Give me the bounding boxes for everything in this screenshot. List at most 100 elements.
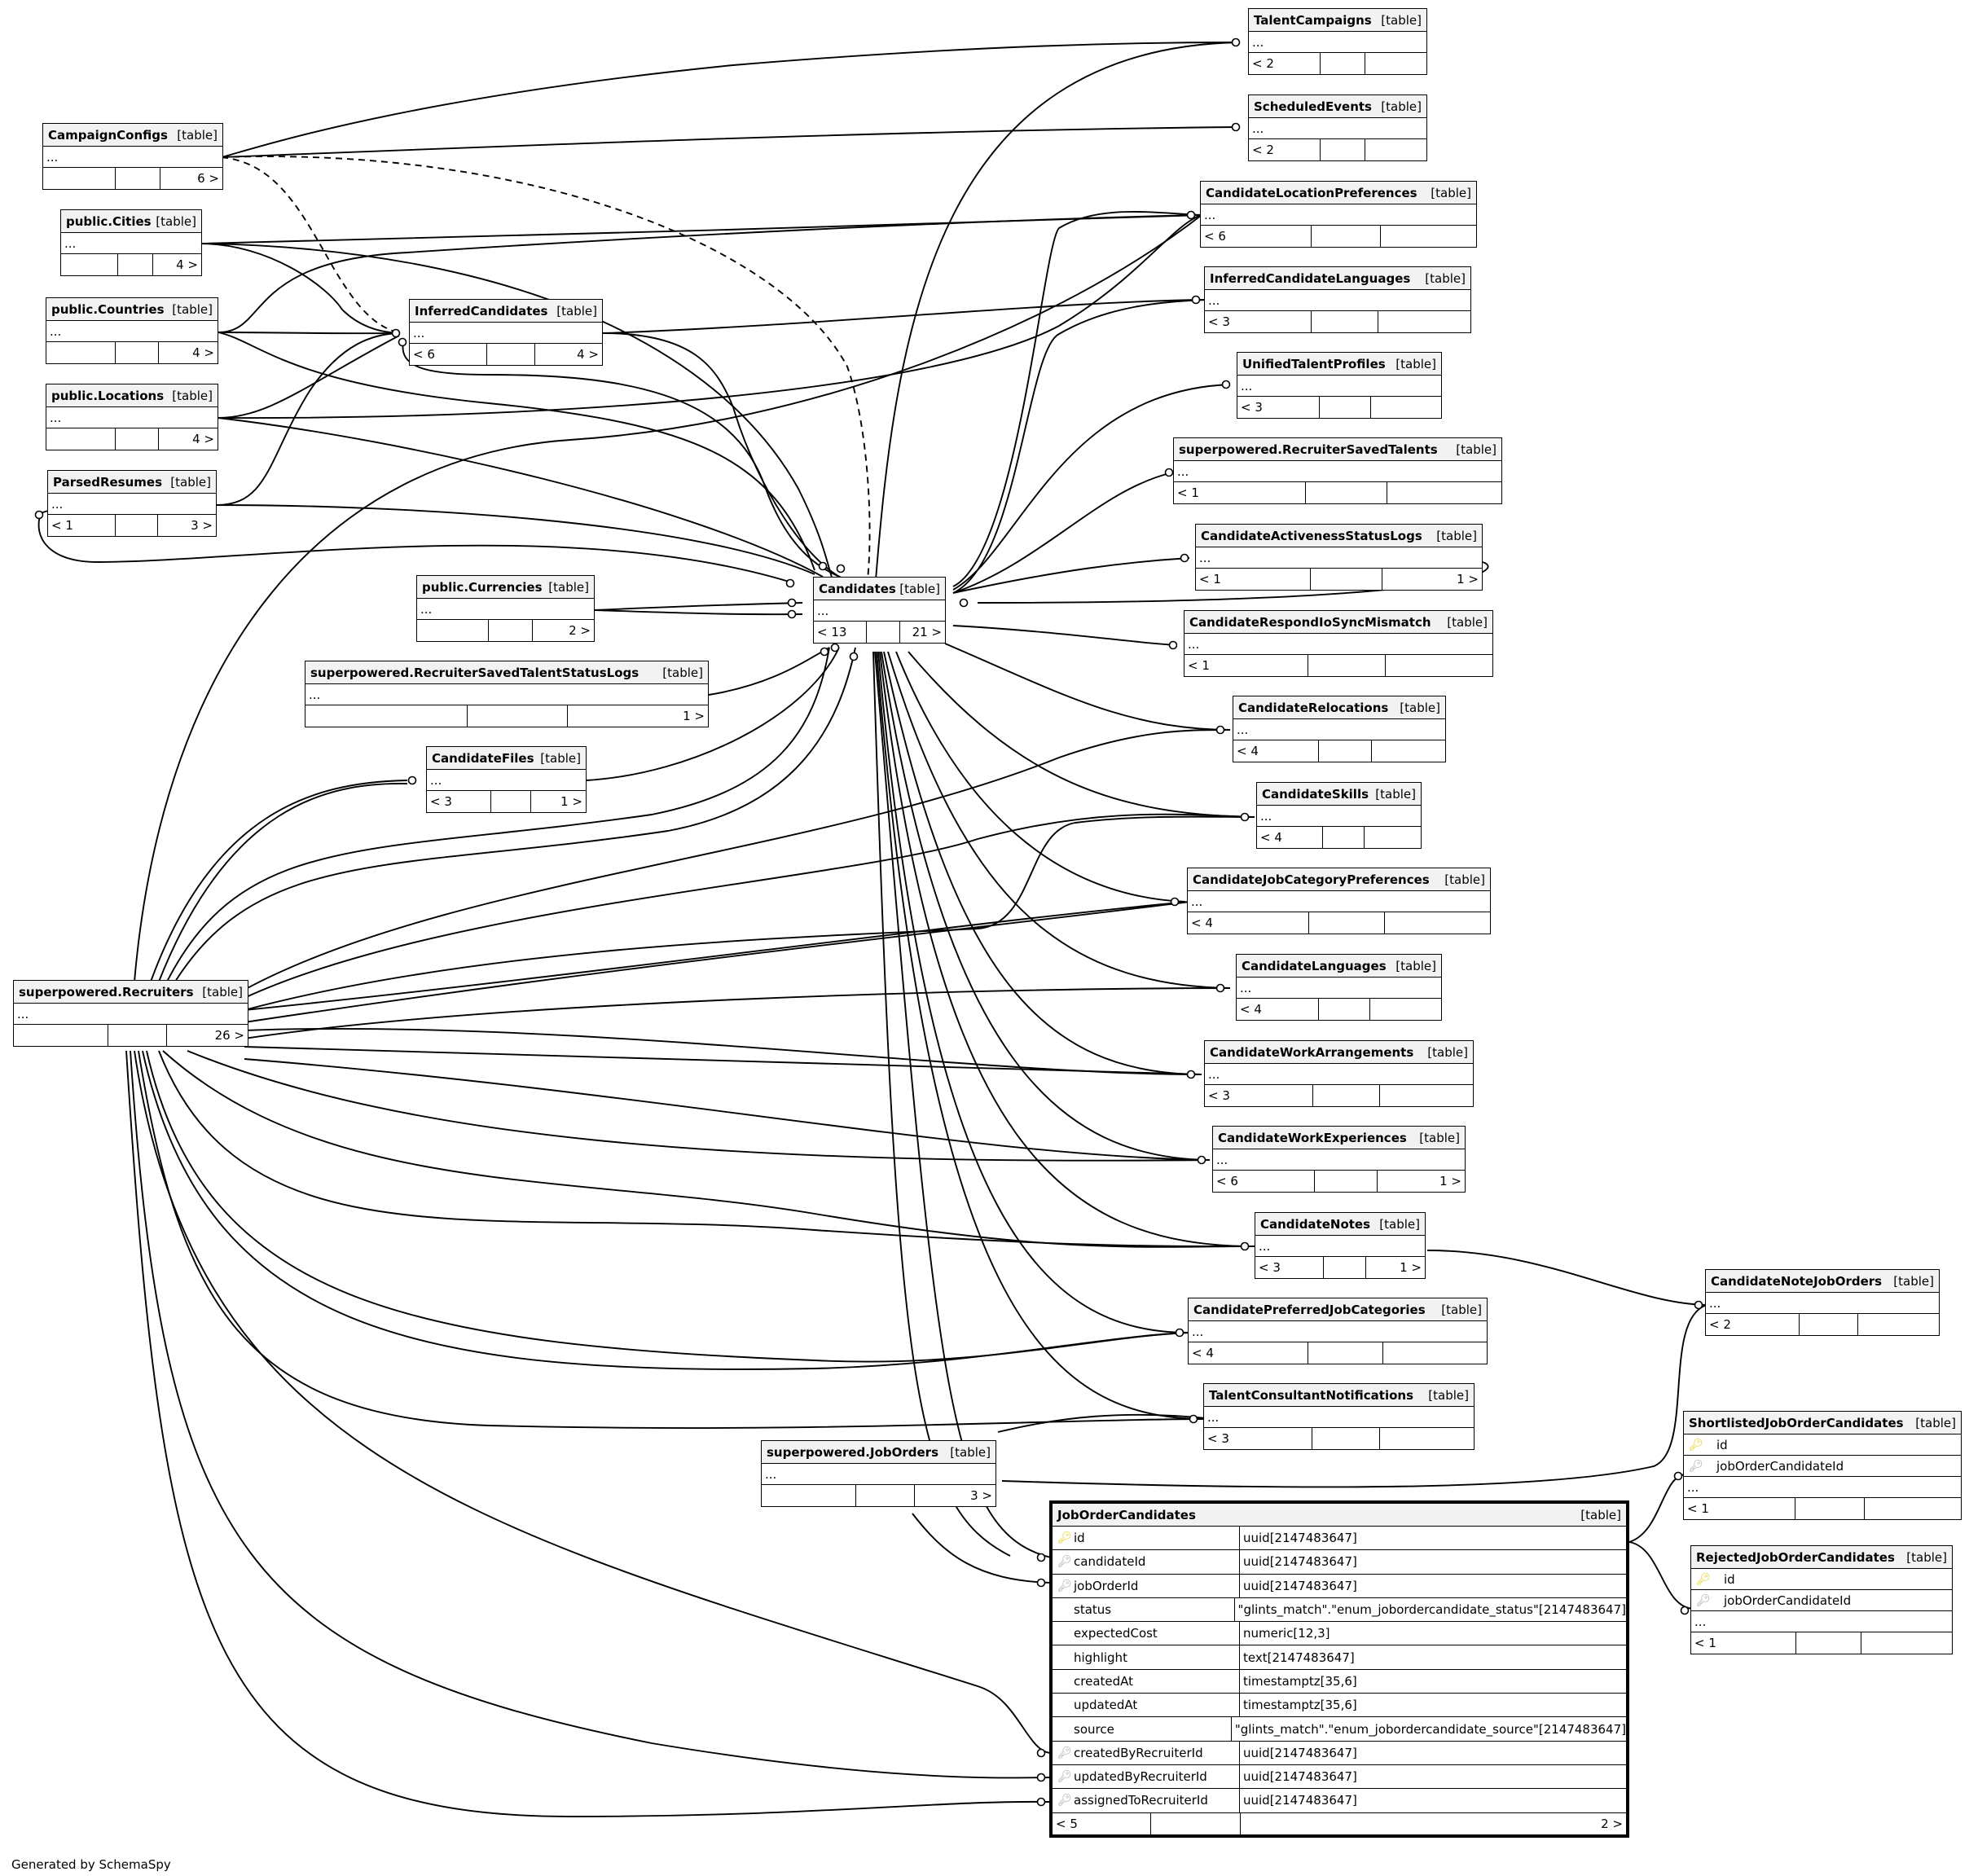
field-name: jobOrderId (1074, 1578, 1139, 1593)
table-candidate-job-category-preferences[interactable]: CandidateJobCategoryPreferences[table] .… (1187, 868, 1491, 934)
children-count: < 1 (1199, 572, 1221, 587)
table-shortlisted-job-order-candidates[interactable]: ShortlistedJobOrderCandidates[table] 🔑︎i… (1683, 1411, 1962, 1520)
table-rejected-job-order-candidates[interactable]: RejectedJobOrderCandidates[table] 🔑︎id 🔑… (1690, 1545, 1953, 1654)
table-superpowered-recruiters[interactable]: superpowered.Recruiters[table] ... 26 > (13, 980, 248, 1047)
edge (244, 815, 1255, 1011)
edge (134, 214, 1202, 982)
edge-marker (1189, 1414, 1198, 1424)
field-row: source"glints_match"."enum_jobordercandi… (1053, 1717, 1626, 1742)
parents-count (1861, 1632, 1952, 1654)
table-type-tag: [table] (1425, 270, 1466, 286)
table-name: CandidateActivenessStatusLogs (1201, 528, 1422, 543)
field-name: updatedAt (1074, 1698, 1138, 1713)
columns-ellipsis: ... (1691, 1611, 1952, 1632)
field-type: text[2147483647] (1243, 1650, 1355, 1665)
children-count: < 1 (1177, 485, 1199, 500)
table-recruiter-saved-talents[interactable]: superpowered.RecruiterSavedTalents[table… (1173, 437, 1502, 504)
table-candidate-preferred-job-categories[interactable]: CandidatePreferredJobCategories[table] .… (1188, 1298, 1488, 1364)
edge (952, 557, 1190, 594)
table-candidate-languages[interactable]: CandidateLanguages[table] ... < 4 (1236, 954, 1442, 1021)
table-unified-talent-profiles[interactable]: UnifiedTalentProfiles[table] ... < 3 (1237, 352, 1442, 419)
field-job-order-candidate-id: 🔑︎jobOrderCandidateId (1684, 1456, 1961, 1477)
generated-by-note: Generated by SchemaSpy (11, 1857, 171, 1872)
table-name: TalentCampaigns (1254, 12, 1372, 28)
edge (944, 643, 1231, 731)
table-name: public.Countries (51, 301, 165, 317)
field-name: highlight (1074, 1650, 1127, 1665)
children-count: < 2 (1252, 143, 1274, 157)
edge-marker (1036, 1578, 1046, 1588)
edge (166, 647, 830, 982)
table-type-tag: [table] (1427, 1044, 1468, 1060)
parents-count (1364, 53, 1426, 74)
children-count: < 4 (1260, 830, 1282, 845)
table-candidate-skills[interactable]: CandidateSkills[table] ... < 4 (1256, 782, 1422, 849)
table-name: CandidateLanguages (1242, 958, 1387, 973)
edge (997, 1413, 1215, 1433)
table-campaign-configs[interactable]: CampaignConfigs[table] ... 6 > (42, 123, 223, 190)
parents-count: 1 > (567, 705, 708, 727)
table-name: superpowered.RecruiterSavedTalents (1179, 442, 1438, 457)
table-superpowered-job-orders[interactable]: superpowered.JobOrders[table] ... 3 > (761, 1440, 996, 1507)
table-type-tag: [table] (1893, 1273, 1934, 1289)
columns-ellipsis: ... (1249, 32, 1426, 53)
columns-ellipsis: ... (1233, 719, 1445, 740)
children-count: < 13 (817, 625, 847, 639)
table-talent-campaigns[interactable]: TalentCampaigns[table] ... < 2 (1248, 8, 1427, 75)
edge (879, 651, 1255, 1247)
table-name: CandidateRespondIoSyncMismatch (1189, 614, 1431, 630)
edge (952, 384, 1231, 591)
table-candidate-relocations[interactable]: CandidateRelocations[table] ... < 4 (1233, 696, 1446, 762)
foreign-key-icon: 🔑︎ (1057, 1746, 1072, 1760)
table-name: public.Currencies (422, 579, 543, 595)
table-candidate-activeness-status-logs[interactable]: CandidateActivenessStatusLogs[table] ...… (1195, 524, 1483, 591)
parents-count (1369, 999, 1441, 1020)
table-name: Candidates (819, 581, 896, 596)
table-talent-consultant-notifications[interactable]: TalentConsultantNotifications[table] ...… (1203, 1383, 1475, 1450)
edge (708, 647, 830, 696)
children-count: < 3 (1241, 400, 1263, 415)
edge (244, 729, 1231, 991)
table-scheduled-events[interactable]: ScheduledEvents[table] ... < 2 (1248, 94, 1427, 161)
table-candidate-note-job-orders[interactable]: CandidateNoteJobOrders[table] ... < 2 (1705, 1269, 1940, 1336)
field-type: uuid[2147483647] (1243, 1531, 1357, 1546)
edge (125, 1050, 1052, 1817)
table-public-currencies[interactable]: public.Currencies[table] ... 2 > (416, 575, 595, 642)
table-candidate-respondio-sync-mismatch[interactable]: CandidateRespondIoSyncMismatch[table] ..… (1184, 610, 1493, 677)
table-public-locations[interactable]: public.Locations[table] ... 4 > (46, 384, 218, 450)
table-candidate-work-arrangements[interactable]: CandidateWorkArrangements[table] ... < 3 (1204, 1040, 1474, 1107)
parents-count: 4 > (152, 254, 201, 275)
edge-marker (407, 775, 417, 785)
parents-count: 1 > (530, 791, 586, 812)
edge (952, 211, 1202, 587)
table-name: CandidateWorkArrangements (1210, 1044, 1414, 1060)
table-public-cities[interactable]: public.Cities[table] ... 4 > (60, 209, 202, 276)
edge (201, 243, 400, 334)
foreign-key-icon: 🔑︎ (1689, 1459, 1703, 1473)
edge (1001, 1304, 1707, 1488)
columns-ellipsis: ... (1255, 1236, 1425, 1257)
children-count: < 2 (1252, 56, 1274, 71)
edge-marker (1164, 468, 1174, 477)
edge (130, 1050, 1052, 1779)
table-inferred-candidate-languages[interactable]: InferredCandidateLanguages[table] ... < … (1204, 266, 1471, 333)
parents-count: 1 > (1382, 569, 1482, 590)
table-type-tag: [table] (1381, 99, 1422, 114)
table-candidate-location-preferences[interactable]: CandidateLocationPreferences[table] ... … (1200, 181, 1477, 248)
foreign-key-icon: 🔑︎ (1057, 1794, 1072, 1808)
table-recruiter-saved-talent-status-logs[interactable]: superpowered.RecruiterSavedTalentStatusL… (305, 661, 709, 727)
table-name: public.Cities (66, 213, 152, 229)
edge-marker (1186, 210, 1196, 220)
children-count: < 1 (51, 518, 73, 533)
edge (216, 332, 400, 506)
table-public-countries[interactable]: public.Countries[table] ... 4 > (46, 297, 218, 364)
edge-marker (1197, 1155, 1206, 1165)
